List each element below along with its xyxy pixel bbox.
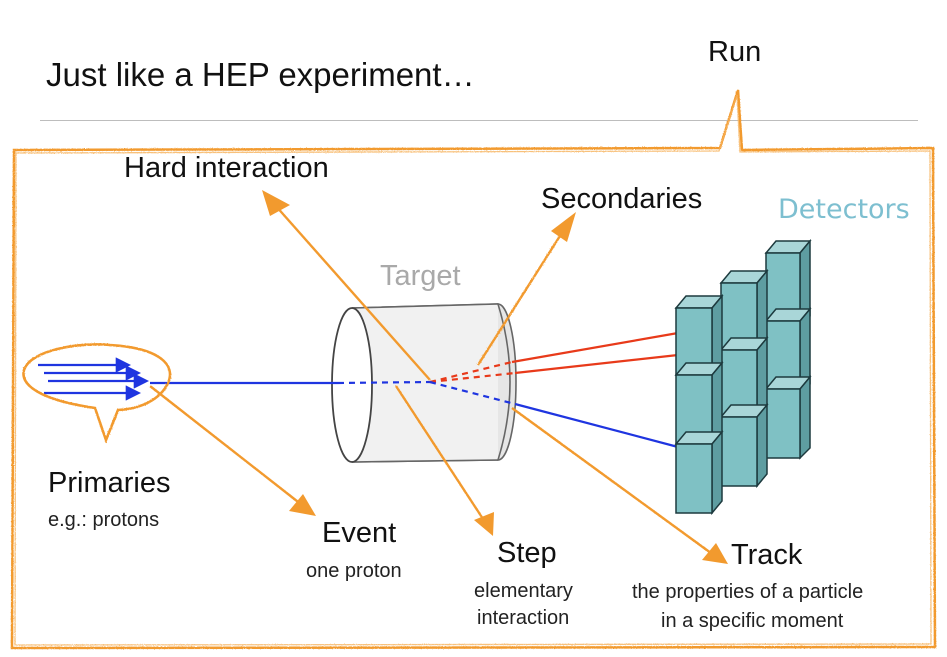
event-sublabel: one proton [306,560,402,582]
event-arrow [149,385,303,506]
secondaries-label: Secondaries [541,183,703,215]
secondaries-arrow [476,227,567,366]
detectors-label: Detectors [778,194,910,225]
step-sublabel-1: elementary [474,580,573,602]
step-sublabel-2: interaction [477,607,570,629]
title-divider [40,120,918,121]
step-arrow [394,385,487,523]
secondaries-arrowhead [551,212,576,242]
event-label: Event [322,517,397,549]
primaries-label: Primaries [48,467,171,499]
hard-interaction-arrowhead [262,190,290,216]
track-arrow [511,407,716,557]
event-arrowhead [289,494,316,516]
detector-column-2 [719,268,769,489]
detector-column-3 [764,238,812,460]
annotation-arrows [149,204,716,557]
track-sublabel-1: the properties of a particle [632,581,864,603]
hard-interaction-arrow [274,204,431,381]
primaries-sublabel: e.g.: protons [48,509,160,531]
step-label: Step [497,537,557,569]
primaries-callout [22,343,172,444]
track-label: Track [731,539,803,571]
hard-interaction-label: Hard interaction [124,152,329,184]
detector-column-1 [674,293,724,516]
target-cylinder [331,303,517,463]
slide-title: Just like a HEP experiment… [46,56,475,93]
track-arrowhead [702,543,728,564]
track-sublabel-2: in a specific moment [661,610,844,632]
run-label: Run [708,36,762,68]
primary-beam [38,357,431,401]
step-arrowhead [474,512,494,536]
target-label: Target [380,260,461,292]
detector-array [674,238,812,516]
secondary-tracks [429,331,679,449]
run-frame [10,89,937,650]
arrowheads [262,190,728,564]
